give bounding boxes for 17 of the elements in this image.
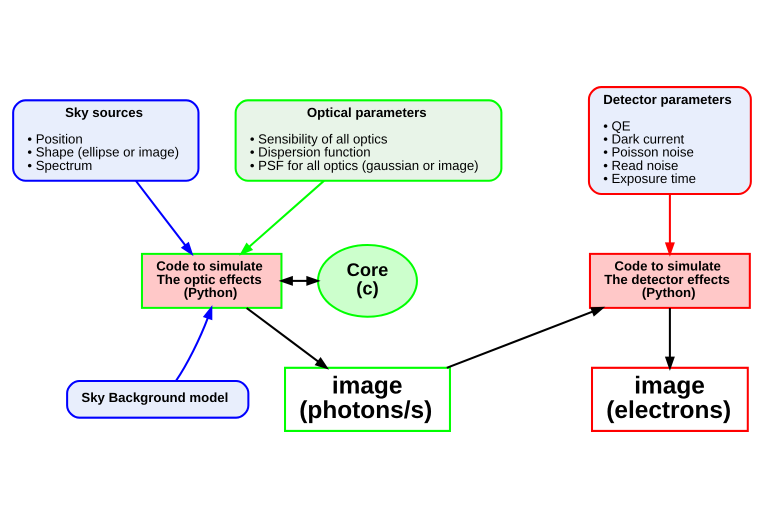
- arrow: [446, 306, 605, 369]
- node-ellipse: Core (c): [316, 244, 418, 318]
- arrow: [238, 180, 324, 256]
- node-box: Detector parameters • QE • Dark current • Poisson noise • Read noise • Exposure time: [587, 86, 752, 195]
- node-box: Code to simulate The optic effects (Python): [140, 252, 282, 309]
- node-box: image (photons/s): [284, 366, 450, 432]
- arrow: [664, 194, 674, 257]
- arrow: [246, 307, 329, 370]
- node-box: Sky sources • Position • Shape (ellipse or image) • Spectrum: [12, 99, 199, 182]
- arrow: [134, 180, 193, 256]
- arrow: [664, 308, 674, 371]
- arrow: [174, 305, 212, 382]
- node-box: Code to simulate The detector effects (Python): [588, 252, 750, 309]
- node-box: Optical parameters • Sensibility of all optics • Dispersion function • PSF for all optics (gaussian or image): [234, 99, 502, 182]
- node-box: image (electrons): [590, 366, 748, 432]
- node-box: Sky Background model: [66, 380, 249, 419]
- arrow: [278, 276, 320, 286]
